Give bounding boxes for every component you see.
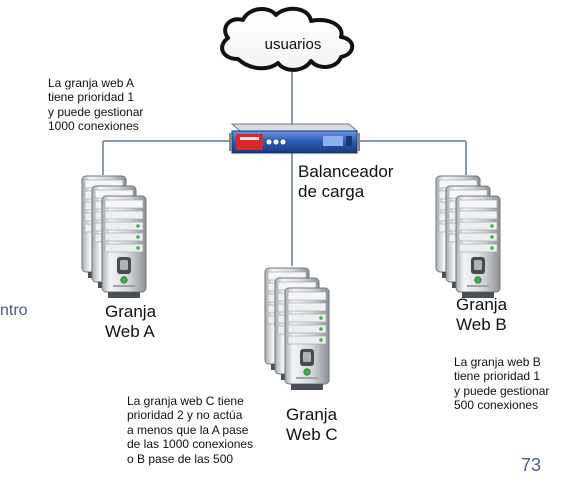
cloud-icon xyxy=(220,6,355,72)
server-stack-icon-c xyxy=(265,268,329,390)
fragment-text: ntro xyxy=(0,302,28,319)
load-balancer-icon xyxy=(229,123,360,154)
farm-b-label: Granja Web B xyxy=(456,295,508,335)
balancer-label: Balanceador de carga xyxy=(298,162,394,202)
server-stack-icon-b xyxy=(436,176,500,298)
page-number: 73 xyxy=(521,455,542,475)
server-stack-icon-a xyxy=(82,176,146,298)
connection-lines xyxy=(102,63,467,266)
farm-a-label: Granja Web A xyxy=(105,302,157,342)
farm-b-note: La granja web B tiene prioridad 1 y pued… xyxy=(454,355,550,413)
farm-c-note: La granja web C tiene prioridad 2 y no a… xyxy=(127,394,254,466)
cloud-label: usuarios xyxy=(264,36,322,53)
farm-a-note: La granja web A tiene prioridad 1 y pued… xyxy=(48,76,144,134)
farm-c-label: Granja Web C xyxy=(286,405,338,445)
